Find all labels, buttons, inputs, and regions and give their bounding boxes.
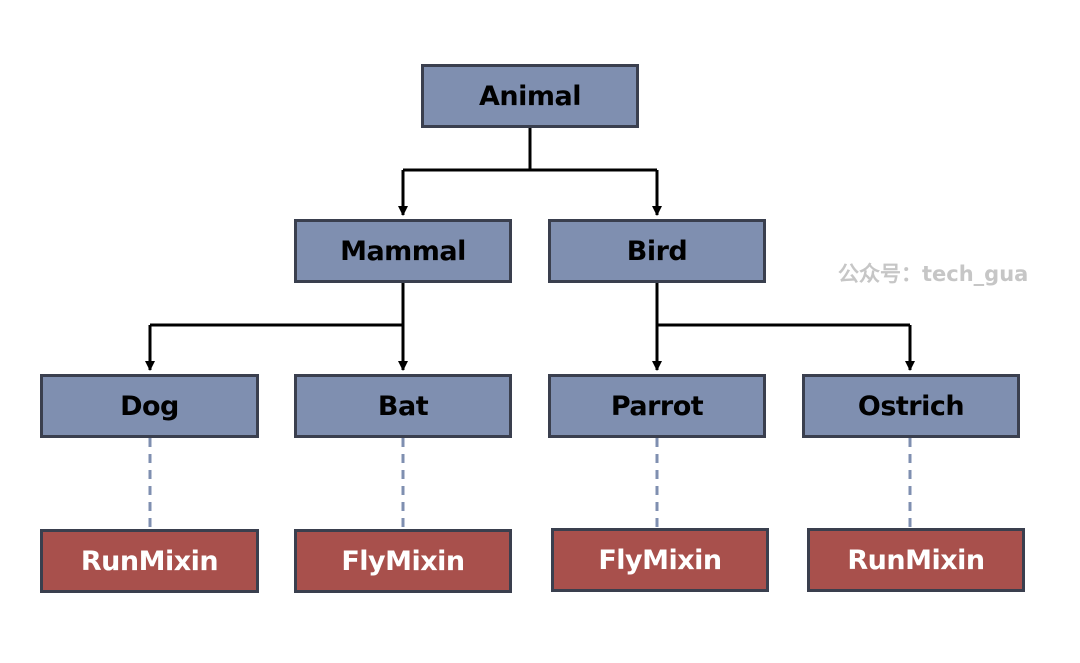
mixin-node-dog: RunMixin	[40, 529, 259, 593]
node-bird: Bird	[548, 219, 766, 283]
node-dog: Dog	[40, 374, 259, 438]
node-mammal: Mammal	[294, 219, 512, 283]
node-animal: Animal	[421, 64, 639, 128]
node-bat: Bat	[294, 374, 512, 438]
node-ostrich: Ostrich	[802, 374, 1020, 438]
edge-animal-children	[398, 128, 662, 216]
mixin-node-parrot: FlyMixin	[551, 528, 769, 592]
edge-mammal-children	[145, 283, 408, 371]
mixin-node-ostrich: RunMixin	[807, 528, 1025, 592]
mixin-node-bat: FlyMixin	[294, 529, 512, 593]
mixin-links	[148, 438, 912, 528]
node-parrot: Parrot	[548, 374, 766, 438]
watermark-text: 公众号：tech_gua	[838, 262, 1029, 286]
edge-bird-children	[652, 283, 915, 371]
